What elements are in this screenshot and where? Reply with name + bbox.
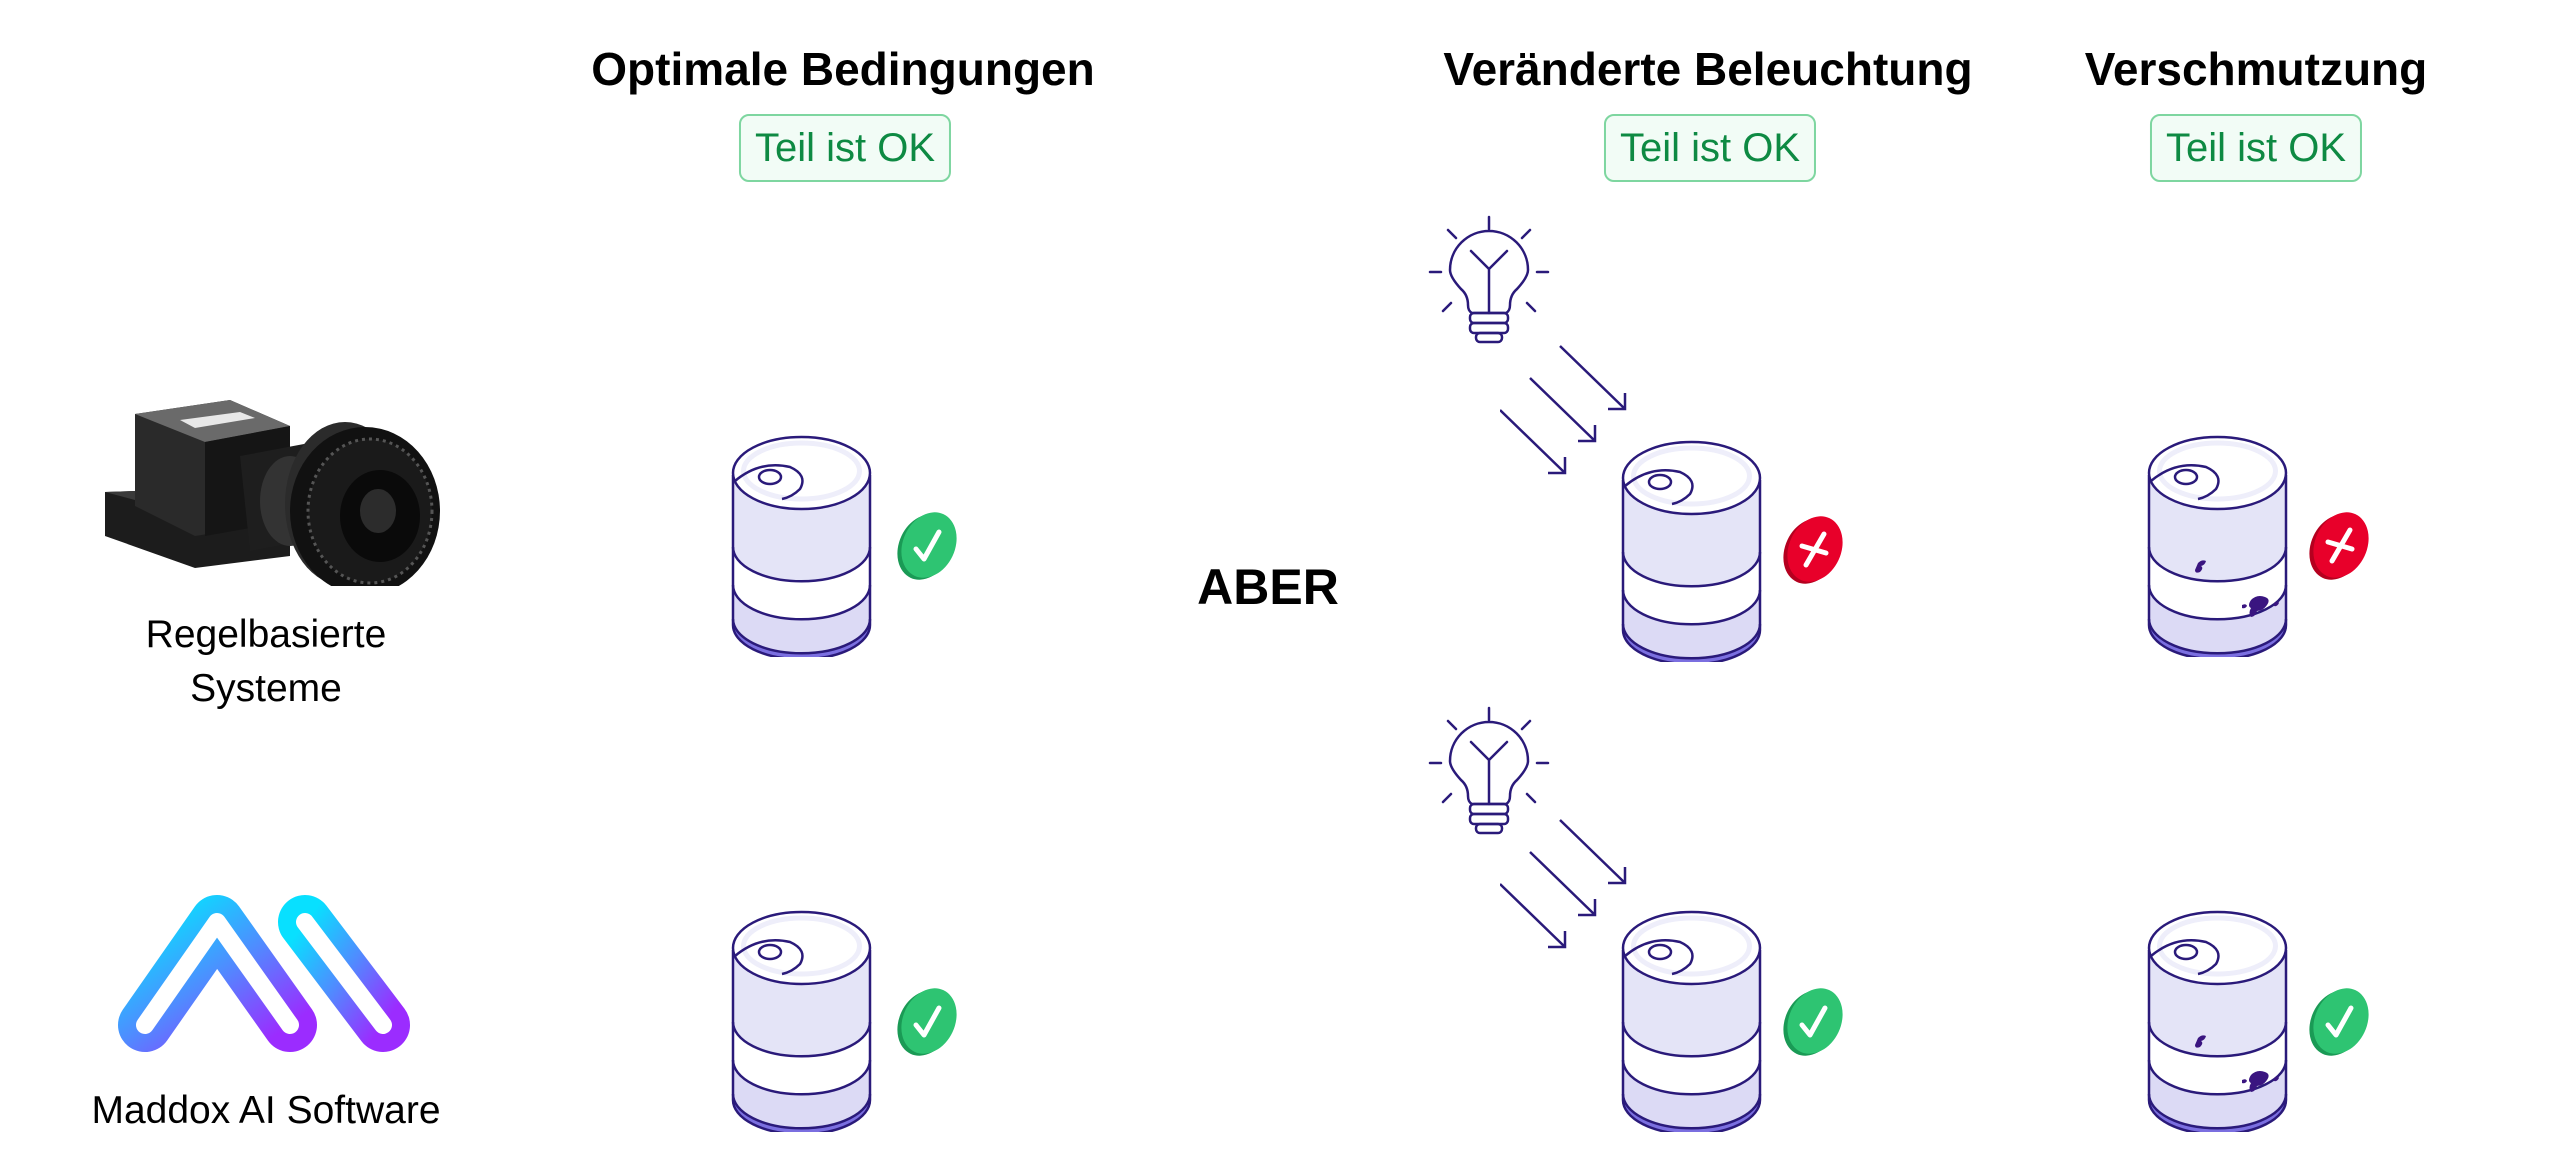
status-badge-lighting: Teil ist OK (1603, 114, 1817, 182)
check-icon (896, 506, 958, 586)
row-label-rule-based: Regelbasierte Systeme (146, 608, 387, 716)
can-icon (1620, 440, 1763, 662)
status-badge-optimal: Teil ist OK (738, 114, 952, 182)
check-icon (896, 982, 958, 1062)
can-icon (730, 435, 873, 657)
row-label-maddox: Maddox AI Software (91, 1089, 441, 1132)
dirty-can-icon (2146, 435, 2289, 657)
cross-icon (2308, 506, 2370, 586)
can-icon (1620, 910, 1763, 1132)
light-bulb-icon (1428, 213, 1550, 355)
column-title-contamination: Verschmutzung (2084, 43, 2428, 95)
light-rays-icon (1500, 336, 1640, 476)
status-badge-contamination: Teil ist OK (2149, 114, 2363, 182)
row-label-line-1: Regelbasierte (145, 613, 387, 656)
check-icon (1782, 982, 1844, 1062)
row-label-line-2: Systeme (190, 667, 342, 710)
can-icon (730, 910, 873, 1132)
dirty-can-icon (2146, 910, 2289, 1132)
cross-icon (1782, 510, 1844, 590)
column-title-lighting: Veränderte Beleuchtung (1443, 43, 1973, 95)
industrial-camera-icon (105, 400, 440, 586)
check-icon (2308, 982, 2370, 1062)
column-title-optimal: Optimale Bedingungen (591, 43, 1095, 95)
light-rays-icon (1500, 810, 1640, 950)
maddox-logo-icon (118, 895, 410, 1052)
contrast-label: ABER (1197, 559, 1339, 615)
